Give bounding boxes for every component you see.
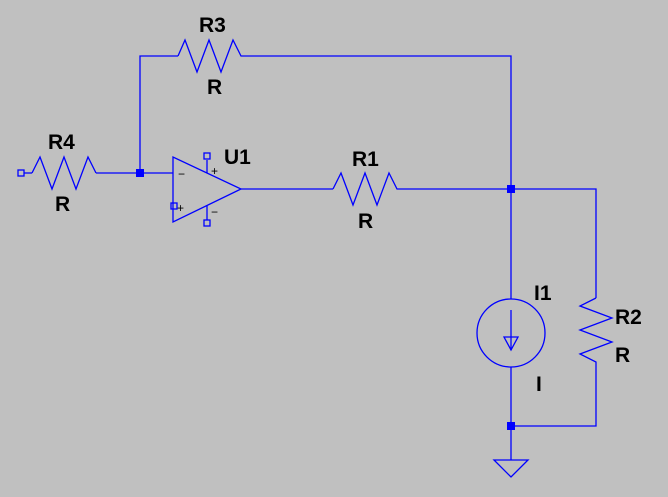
current-source-i1-body bbox=[476, 298, 546, 368]
opamp-supply-negative-terminal bbox=[203, 219, 211, 227]
r1-designator: R1 bbox=[352, 148, 379, 171]
i1-value: I bbox=[536, 373, 542, 396]
wire-node-to-r2 bbox=[511, 188, 597, 298]
junction-inverting-node bbox=[136, 169, 144, 177]
r4-designator: R4 bbox=[48, 131, 75, 154]
opamp-supply-negative-label: − bbox=[211, 205, 218, 219]
resistor-r1 bbox=[332, 171, 401, 207]
resistor-r2 bbox=[578, 297, 614, 368]
resistor-r3 bbox=[177, 38, 248, 74]
u1-designator: U1 bbox=[224, 146, 251, 169]
opamp-inverting-pin-label: − bbox=[178, 167, 185, 181]
input-terminal bbox=[17, 169, 25, 177]
resistor-r4 bbox=[31, 155, 97, 191]
current-source-arrow-head bbox=[502, 336, 520, 352]
r1-value: R bbox=[358, 210, 373, 233]
r2-designator: R2 bbox=[615, 306, 642, 329]
wire-feedback bbox=[139, 55, 178, 173]
wire-r2-to-ground bbox=[511, 368, 597, 427]
r2-value: R bbox=[615, 344, 630, 367]
junction-output-node bbox=[507, 185, 515, 193]
ground-symbol bbox=[492, 459, 530, 478]
r3-value: R bbox=[207, 76, 222, 99]
r3-designator: R3 bbox=[199, 14, 226, 37]
junction-ground-node bbox=[507, 422, 515, 430]
opamp-noninverting-terminal bbox=[170, 202, 178, 210]
wire-feedback-right bbox=[248, 55, 512, 189]
opamp-supply-positive-terminal bbox=[203, 152, 211, 160]
opamp-supply-positive-label: + bbox=[211, 164, 218, 178]
opamp-noninverting-pin-label: + bbox=[177, 201, 184, 215]
r4-value: R bbox=[55, 193, 70, 216]
i1-designator: I1 bbox=[534, 282, 552, 305]
